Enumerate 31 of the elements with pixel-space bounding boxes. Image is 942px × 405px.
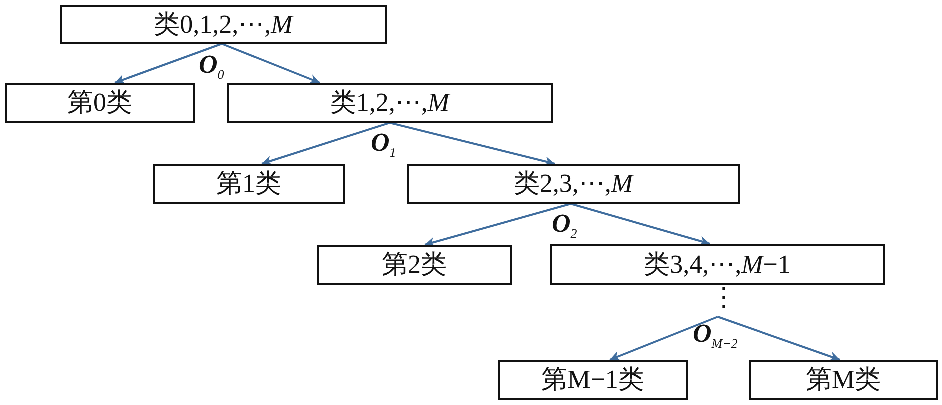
operator-label: O$_{2}$ [552,211,578,240]
class-box [317,245,512,285]
box-label: 类2,3,⋯,M [514,171,634,197]
arrow [718,316,840,362]
arrow [262,122,390,166]
box-label: 第M−1类 [542,367,644,393]
box-label: 第0类 [68,90,132,116]
box-label: 类3,4,⋯,M−1 [644,252,791,278]
class-box [227,83,553,123]
class-box [5,83,195,123]
box-label: 类0,1,2,⋯,M [154,12,293,38]
box-label: 第1类 [216,171,282,197]
box-label: 第2类 [382,252,447,278]
class-box [550,244,885,285]
class-box [407,164,740,204]
box-label: 类1,2,⋯,M [330,90,450,116]
arrow [114,43,222,84]
vertical-ellipsis: ⋮ [711,285,737,311]
operator-label: O$_{M−2}$ [693,321,738,350]
class-box [498,360,688,400]
box-label: 第M类 [806,367,882,393]
class-box [749,360,938,400]
operator-label: O$_{1}$ [371,130,396,160]
arrow [610,316,718,361]
operator-label: O$_{0}$ [199,52,224,82]
class-box [60,5,387,44]
arrow [424,203,572,248]
class-box [153,164,345,204]
arrow [570,203,710,246]
arrow [222,43,320,84]
arrow [390,122,556,166]
